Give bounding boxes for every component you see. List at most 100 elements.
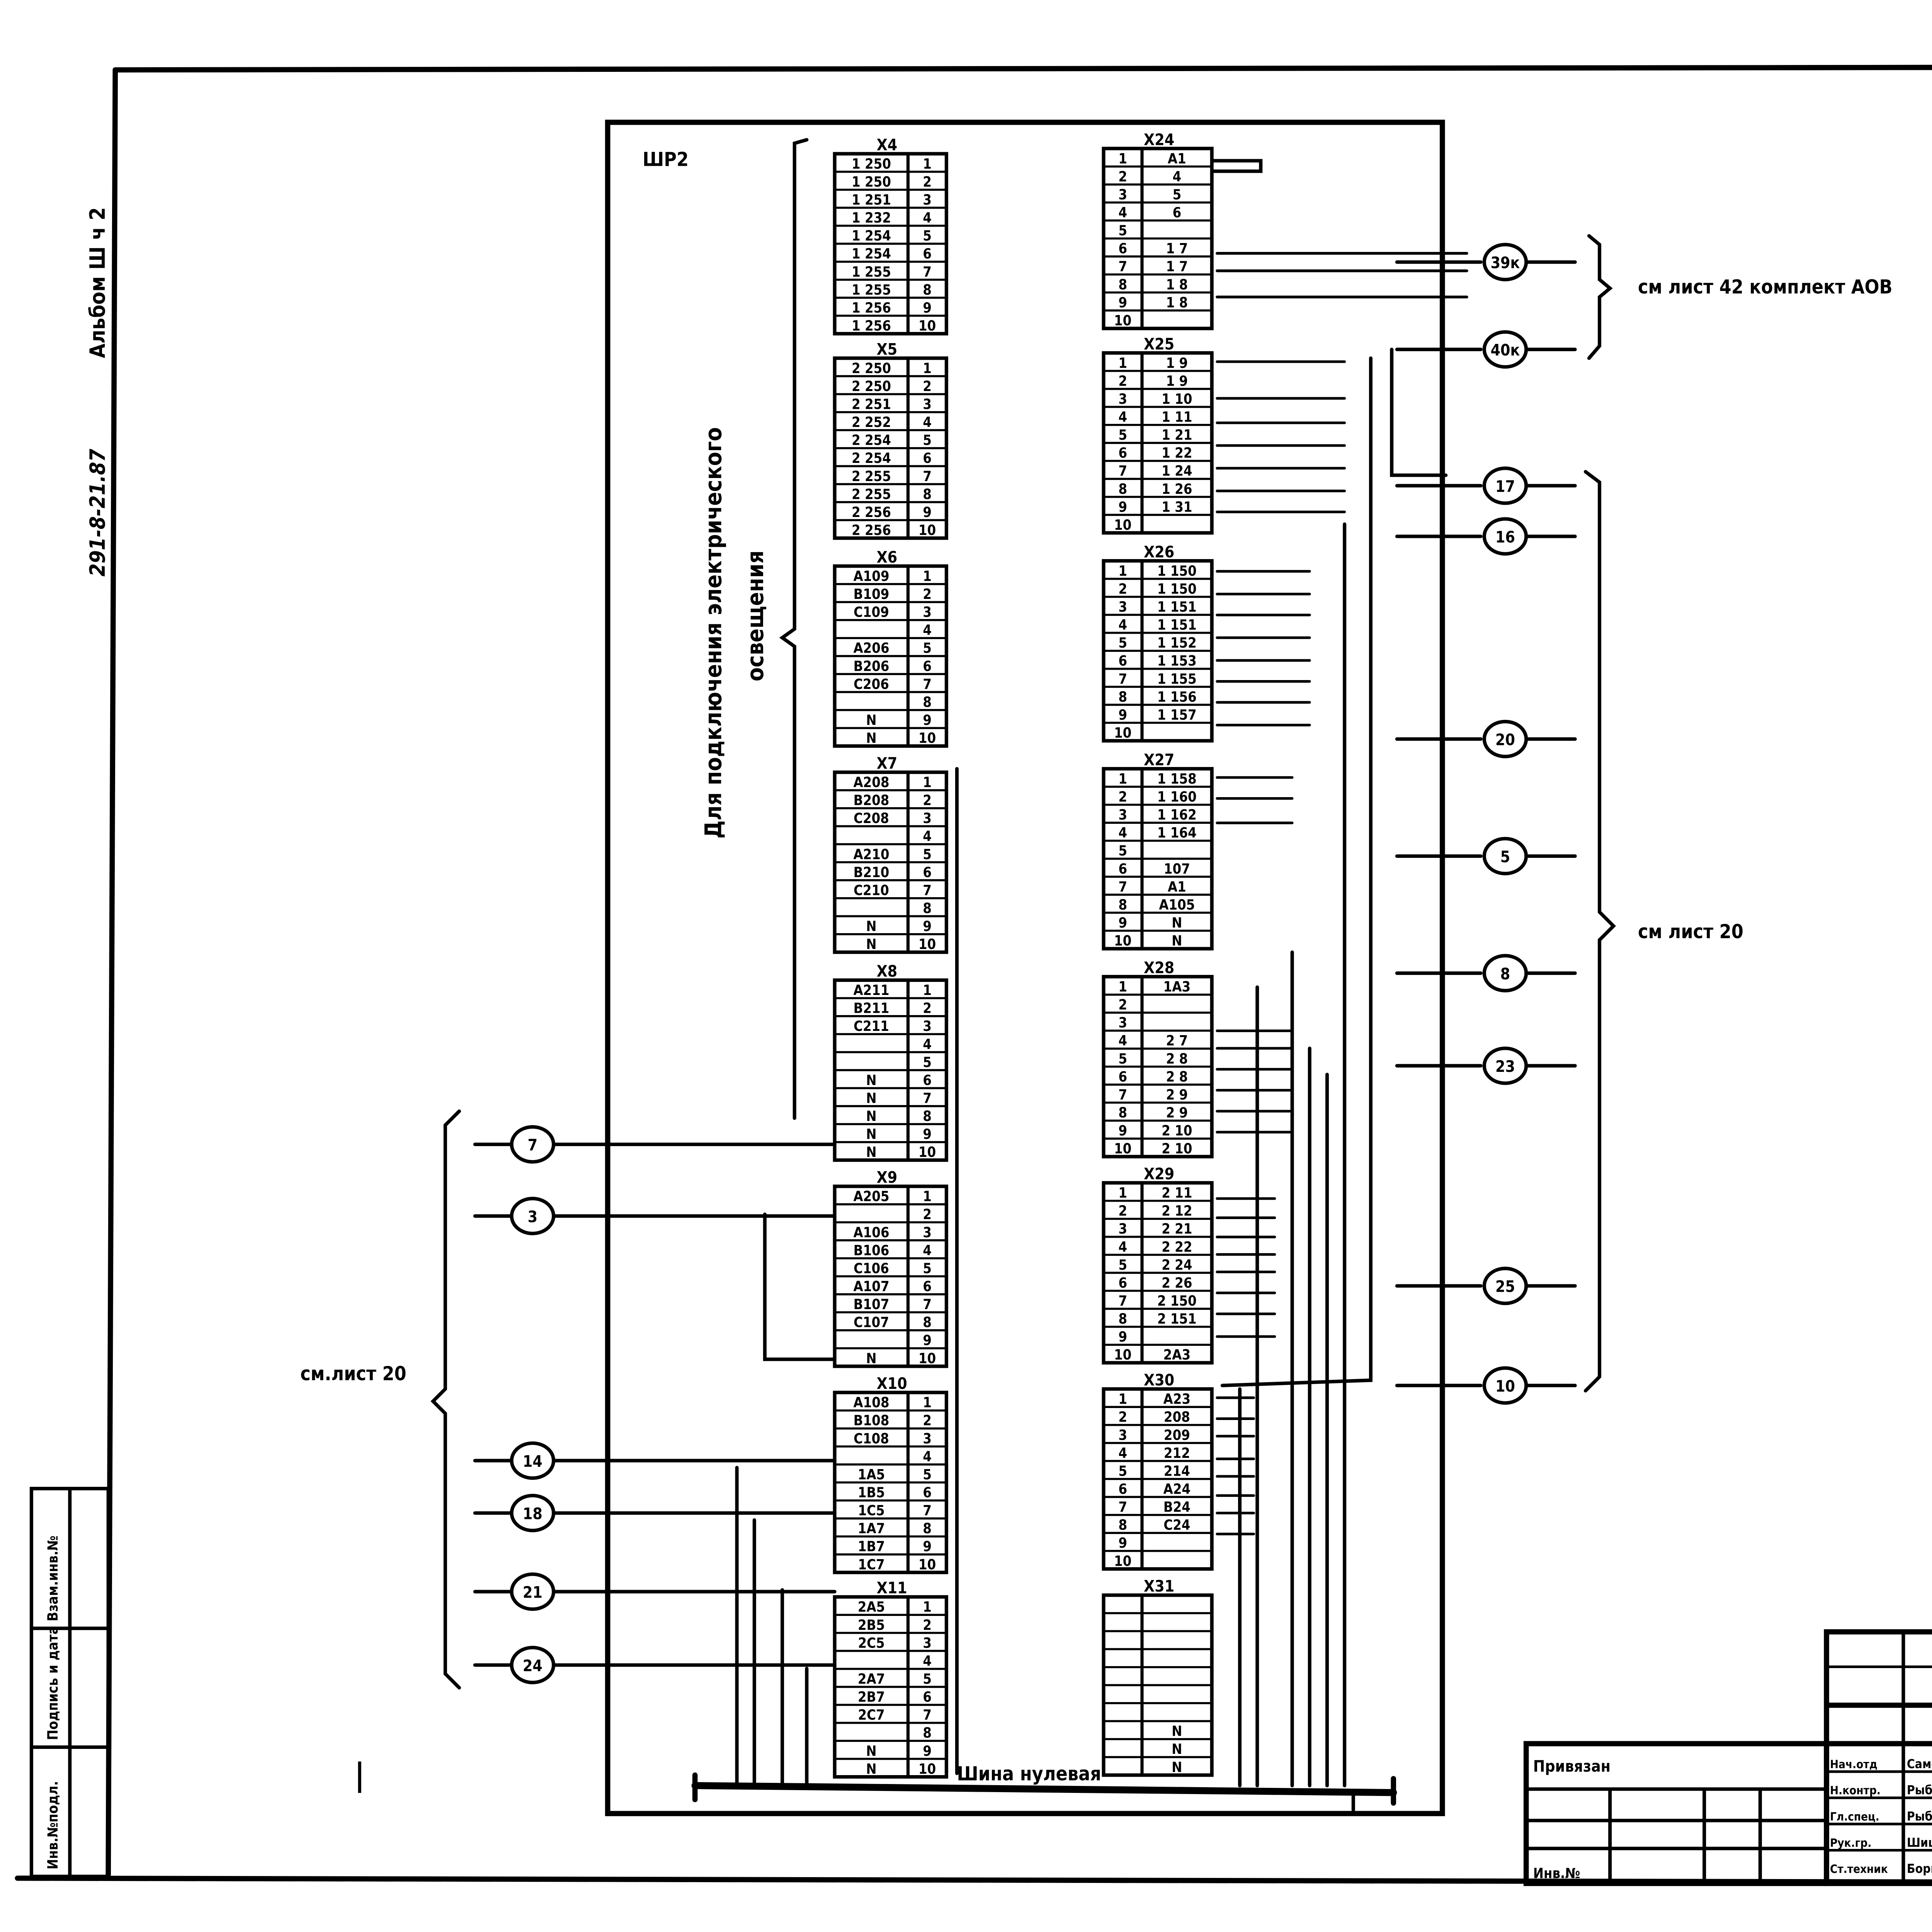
terminal-wire-mark: 5 [1118,842,1127,859]
terminal-number: 3 [923,1634,932,1651]
terminal-wire-mark: 5 [1118,222,1127,239]
terminal-wire-mark: 4 [1118,1032,1127,1049]
terminal-wire-mark: 3 [1118,1427,1127,1443]
terminal-wire-mark: C208 [854,810,889,827]
terminal-number: 8 [923,1725,932,1741]
terminal-number: 2 [923,1000,932,1017]
terminal-number: 6 [923,658,932,674]
terminal-wire-mark: 2 252 [852,414,891,430]
terminal-wire-mark: 1 255 [852,264,891,280]
terminal-wire-mark: 1 256 [852,299,891,316]
terminal-block-title: X25 [1144,335,1174,353]
terminal-wire-mark: 2 256 [852,504,891,520]
terminal-wire-mark: 1A5 [858,1466,885,1483]
note-right-top: см лист 42 комплект АОВ [1638,276,1893,298]
terminal-wire-mark: 1 232 [852,209,891,226]
terminal-number: 6 [923,1072,932,1088]
terminal-wire-mark: 9 [1118,1122,1127,1139]
terminal-row: 9 1 31 [1118,498,1192,515]
terminal-number: 8 [923,1314,932,1331]
terminal-number: 208 [1164,1409,1190,1425]
terminal-number: 1 157 [1157,706,1197,723]
terminal-row: 3 [1118,1014,1127,1031]
terminal-wire-mark: N [866,1350,876,1367]
terminal-wire-mark: 3 [1118,599,1127,615]
terminal-wire-mark: 5 [1118,1463,1127,1479]
terminal-wire-mark: 1 254 [852,245,891,262]
terminal-wire-mark: 1 [1118,1185,1127,1201]
terminal-wire-mark: 9 [1118,1535,1127,1551]
terminal-wire-mark: B107 [854,1296,889,1313]
wire [763,1213,837,1361]
terminal-number: C24 [1163,1517,1190,1533]
terminal-wire-mark: N [866,918,876,935]
terminal-wire-mark: 6 [1118,1481,1127,1497]
terminal-number: 10 [918,1760,936,1777]
terminal-number: 1 26 [1162,481,1192,497]
drawing-frame [15,65,1932,1885]
terminal-number: 5 [923,228,932,244]
terminal-number: 1 153 [1157,653,1197,669]
terminal-number: 9 [923,1538,932,1555]
signature-role: Н.контр. [1830,1784,1881,1797]
terminal-wire-mark: 2B7 [858,1689,885,1705]
terminal-wire-mark: 2 256 [852,522,891,539]
terminal-wire-mark: A108 [854,1394,889,1411]
terminal-number: 10 [918,522,936,539]
terminal-wire-mark: 1 256 [852,317,891,334]
terminal-wire-mark: 1 255 [852,281,891,298]
cable-marker-left: 21 [473,1572,837,1611]
terminal-number: 107 [1164,861,1190,877]
cable-marker-right: 20 [1395,719,1577,759]
terminal-wire-mark: A211 [854,982,889,998]
terminal-number: 1 31 [1162,498,1192,515]
terminal-number: 1 151 [1157,617,1197,633]
terminal-number: 8 [923,281,932,298]
terminal-row: 9 [1118,1535,1127,1551]
signature-name: Самсонов [1907,1757,1932,1771]
terminal-number: 1 [923,774,932,791]
terminal-number: 1 21 [1162,427,1192,443]
terminal-wire-mark: 7 [1118,463,1127,479]
terminal-number: 8 [923,694,932,710]
terminal-number: 2 [923,378,932,395]
terminal-wire-mark: 10 [1114,1347,1131,1363]
terminal-wire-mark: 9 [1118,498,1127,515]
cable-number: 7 [528,1136,537,1154]
terminal-number: 2 7 [1166,1032,1188,1049]
terminal-wire-mark: 4 [1118,825,1127,841]
terminal-number: 2 21 [1162,1221,1192,1237]
terminal-row: 10 [1114,312,1131,329]
terminal-wire-mark: 7 [1118,1499,1127,1515]
terminal-wire-mark: B106 [854,1242,889,1259]
terminal-row: N [1172,1759,1182,1776]
terminal-wire-mark: N [866,730,876,747]
cabinet-label: ШР2 [643,148,689,171]
terminal-number: 1 158 [1157,770,1197,787]
lighting-note-2: освещения [742,551,769,682]
terminal-block-title: X8 [877,962,898,981]
terminal-wire-mark: 1A7 [858,1520,885,1537]
terminal-row: 4 [923,1036,932,1053]
terminal-number: 9 [923,1743,932,1759]
